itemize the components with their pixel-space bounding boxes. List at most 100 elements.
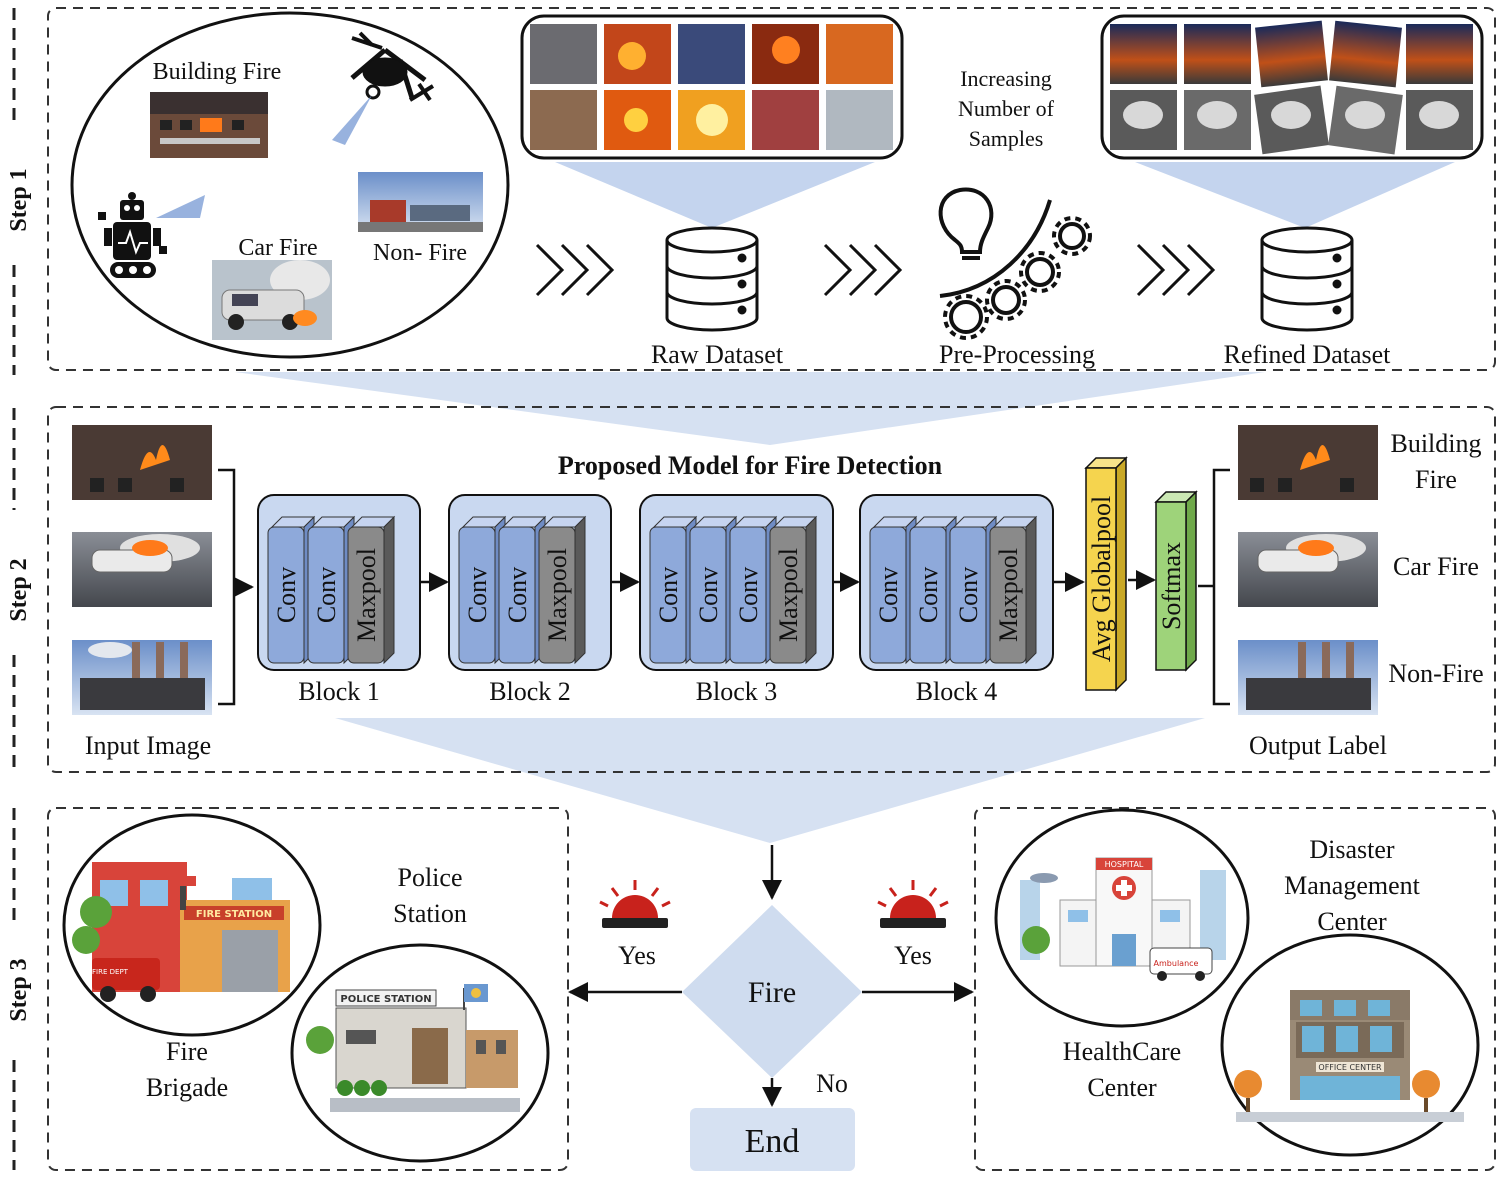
robot-beam bbox=[156, 195, 205, 218]
conv-label: Conv bbox=[654, 567, 683, 623]
end-label: End bbox=[745, 1123, 800, 1160]
refined-grid-beam bbox=[1135, 162, 1455, 228]
robot-icon bbox=[98, 192, 167, 278]
siren-icon-left bbox=[599, 880, 671, 928]
conv-layer: Conv bbox=[307, 515, 356, 665]
raw-image-grid bbox=[520, 14, 904, 160]
augment-note-line-2: Number of bbox=[958, 96, 1055, 121]
step-1-label: Step 1 bbox=[6, 168, 32, 231]
chevron-arrows-2 bbox=[823, 243, 903, 297]
fire-decision-diamond bbox=[682, 905, 862, 1078]
fire-station-illustration: FIRE STATION FIRE DEPT bbox=[62, 813, 322, 1037]
no-label: No bbox=[816, 1069, 848, 1098]
healthcare-line-2: Center bbox=[1087, 1073, 1157, 1102]
ambulance-sign: Ambulance bbox=[1154, 959, 1199, 968]
funnel-step1-to-step2 bbox=[235, 372, 1265, 445]
maxpool-label: Maxpool bbox=[994, 548, 1023, 642]
conv-label: Conv bbox=[463, 567, 492, 623]
maxpool-label: Maxpool bbox=[543, 548, 572, 642]
maxpool-layer: Maxpool bbox=[347, 515, 396, 665]
data-sources-scene: Building Fire bbox=[70, 11, 510, 359]
refined-dataset-label: Refined Dataset bbox=[1224, 340, 1392, 369]
input-image-label: Input Image bbox=[85, 731, 211, 760]
conv-layer: Conv bbox=[689, 515, 738, 665]
raw-dataset-label: Raw Dataset bbox=[651, 340, 784, 369]
healthcare-line-1: HealthCare bbox=[1063, 1037, 1181, 1066]
conv-layer: Conv bbox=[949, 515, 998, 665]
yes-label-left: Yes bbox=[618, 941, 656, 970]
raw-dataset-database-icon bbox=[665, 226, 759, 332]
chevron-arrows-3 bbox=[1136, 243, 1216, 297]
car-fire-label: Car Fire bbox=[238, 235, 317, 261]
augment-note-line-3: Samples bbox=[969, 126, 1044, 151]
police-station-sign: POLICE STATION bbox=[340, 994, 431, 1005]
maxpool-layer: Maxpool bbox=[538, 515, 587, 665]
model-title: Proposed Model for Fire Detection bbox=[558, 451, 943, 480]
maxpool-layer: Maxpool bbox=[989, 515, 1038, 665]
conv-label: Conv bbox=[734, 567, 763, 623]
chevron-arrows-1 bbox=[535, 243, 615, 297]
maxpool-label: Maxpool bbox=[352, 548, 381, 642]
conv-label: Conv bbox=[272, 567, 301, 623]
softmax-layer: Softmax bbox=[1154, 490, 1198, 672]
drone-icon bbox=[350, 31, 435, 102]
output-non-fire: Non-Fire bbox=[1388, 659, 1483, 688]
disaster-line-1: Disaster bbox=[1309, 835, 1395, 864]
block-label: Block 4 bbox=[916, 677, 998, 706]
input-bracket bbox=[218, 468, 236, 706]
maxpool-label: Maxpool bbox=[774, 548, 803, 642]
police-station-line-2: Station bbox=[393, 899, 467, 928]
conv-layer: Conv bbox=[869, 515, 918, 665]
hospital-illustration: HOSPITAL Ambulance bbox=[994, 808, 1250, 1028]
fire-brigade-line-2: Brigade bbox=[146, 1073, 228, 1102]
pre-processing-icon bbox=[938, 187, 1092, 340]
conv-layer: Conv bbox=[458, 515, 507, 665]
step-2-label: Step 2 bbox=[6, 558, 32, 621]
softmax-label: Softmax bbox=[1157, 542, 1186, 630]
pre-processing-label: Pre-Processing bbox=[939, 340, 1095, 369]
conv-layer: Conv bbox=[729, 515, 778, 665]
conv-label: Conv bbox=[954, 567, 983, 623]
output-building-fire-line-2: Fire bbox=[1415, 465, 1457, 494]
refined-image-grid bbox=[1100, 14, 1484, 160]
conv-label: Conv bbox=[694, 567, 723, 623]
step-1-panel bbox=[47, 7, 1496, 371]
building-fire-label: Building Fire bbox=[153, 59, 282, 85]
disaster-line-2: Management bbox=[1284, 871, 1421, 900]
conv-label: Conv bbox=[503, 567, 532, 623]
conv-label: Conv bbox=[914, 567, 943, 623]
yes-label-right: Yes bbox=[894, 941, 932, 970]
fire-brigade-line-1: Fire bbox=[166, 1037, 208, 1066]
maxpool-layer: Maxpool bbox=[769, 515, 818, 665]
avg-globalpool-label: Avg Globalpool bbox=[1087, 496, 1116, 662]
police-station-line-1: Police bbox=[398, 863, 463, 892]
funnel-step2-to-step3 bbox=[335, 718, 1205, 843]
office-center-sign: OFFICE CENTER bbox=[1318, 1063, 1382, 1072]
non-fire-photo bbox=[358, 172, 483, 232]
disaster-line-3: Center bbox=[1317, 907, 1387, 936]
conv-label: Conv bbox=[312, 567, 341, 623]
output-building-fire-line-1: Building bbox=[1390, 429, 1481, 458]
fire-truck-sign: FIRE DEPT bbox=[92, 968, 129, 976]
conv-layer: Conv bbox=[498, 515, 547, 665]
fire-decision-label: Fire bbox=[748, 976, 796, 1009]
siren-icon-right bbox=[877, 880, 949, 928]
drone-beam bbox=[332, 95, 372, 145]
block-label: Block 3 bbox=[696, 677, 778, 706]
augment-note-line-1: Increasing bbox=[960, 66, 1052, 91]
disaster-management-illustration: OFFICE CENTER bbox=[1220, 933, 1480, 1157]
conv-label: Conv bbox=[874, 567, 903, 623]
conv-layer: Conv bbox=[267, 515, 316, 665]
output-bracket bbox=[1212, 468, 1230, 706]
output-images bbox=[1238, 425, 1378, 715]
step-2-panel bbox=[47, 406, 1496, 773]
raw-grid-beam bbox=[555, 162, 875, 228]
building-fire-photo bbox=[150, 92, 268, 158]
block-label: Block 2 bbox=[489, 677, 571, 706]
